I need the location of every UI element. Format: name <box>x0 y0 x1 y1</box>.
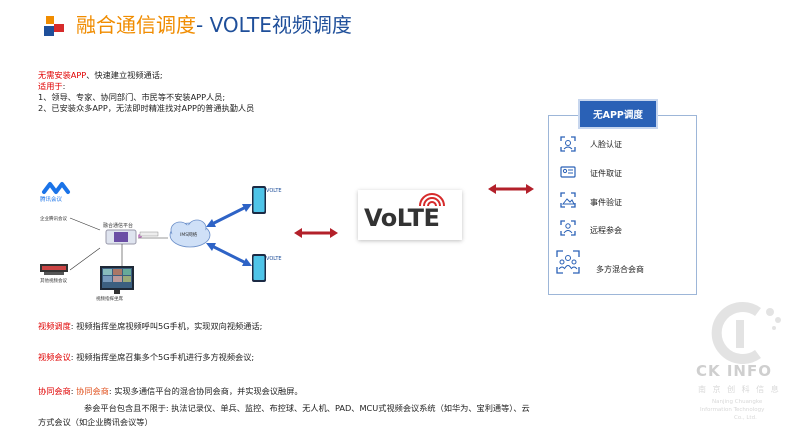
intro-line1-rest: 、快速建立视频通话; <box>86 70 163 80</box>
panel-item-face: 人脸认证 <box>590 140 622 149</box>
volte-label-top: VOLTE <box>266 188 282 194</box>
group-icon <box>556 250 580 274</box>
other-conference-label: 其他视频会议 <box>40 279 67 284</box>
dispatch-line: 视频调度: 视频指挥坐席视频呼叫5G手机，实现双向视频通话; <box>38 320 262 332</box>
intro-line1-red: 无需安装APP <box>38 70 87 80</box>
ck-info-logo-icon <box>711 302 781 364</box>
intro-block: 无需安装APP、快速建立视频通话; 适用于: 1、领导、专家、协同部门、市民等不… <box>38 70 254 114</box>
network-diagram <box>40 182 266 294</box>
watermark-brand: CK INFO <box>696 362 772 380</box>
intro-line2-rest: : <box>62 81 66 91</box>
page-title: 融合通信调度- VOLTE视频调度 <box>76 12 352 38</box>
consult-text: : 实现多通信平台的混合协同会商，并实现会议融屏。 <box>108 386 303 396</box>
user-scan-icon <box>560 220 576 236</box>
participants-line-2: 方式会议（如企业腾讯会议等） <box>38 417 153 427</box>
link-line <box>69 217 101 231</box>
volte-logo-box: VoLTE <box>358 190 462 240</box>
watermark-en2: Information Technology <box>700 407 765 413</box>
link-line <box>69 247 101 271</box>
volte-label-bottom: VOLTE <box>266 256 282 262</box>
tencent-label: 腾讯会议 <box>40 197 63 203</box>
arrow-line <box>209 204 249 227</box>
title-en: - VOLTE视频调度 <box>196 13 352 37</box>
platform-label: 融合通信平台 <box>103 223 134 229</box>
watermark-en3: Co., Ltd. <box>734 415 757 421</box>
intro-line4: 2、已安装众多APP，无法即时精准找对APP的普通执勤人员 <box>38 103 255 113</box>
dispatch-label: 视频调度 <box>38 321 71 331</box>
double-arrow-icon <box>488 184 534 194</box>
platform-server-icon <box>105 229 142 245</box>
ims-cloud-icon <box>169 219 211 248</box>
title-cn: 融合通信调度 <box>76 13 196 37</box>
consult-line: 协同会商: 协同会商: 实现多通信平台的混合协同会商，并实现会议融屏。 <box>38 385 303 397</box>
image-scan-icon <box>560 192 576 208</box>
meeting-label: 视频会议 <box>38 352 71 362</box>
panel-item-event: 事件验证 <box>590 198 622 207</box>
meeting-line: 视频会议: 视频指挥坐席召集多个5G手机进行多方视频会议; <box>38 351 254 363</box>
panel-item-remote: 远程参会 <box>590 226 622 235</box>
no-app-panel <box>548 115 697 295</box>
volte-logo-text: VoLTE <box>364 204 440 232</box>
signal-icon <box>419 193 445 207</box>
participants-line: 参会平台包含且不限于: 执法记录仪、单兵、监控、布控球、无人机、PAD、MCU式… <box>84 403 530 413</box>
enterprise-label: 企业腾讯会议 <box>40 217 67 222</box>
watermark-en1: Nanjing Chuangke <box>712 399 763 405</box>
phone-icon <box>252 186 266 214</box>
no-app-panel-header: 无APP调度 <box>580 101 656 127</box>
arrow-line <box>209 243 249 266</box>
monitor-icon <box>100 266 134 294</box>
intro-line3: 1、领导、专家、协同部门、市民等不安装APP人员; <box>38 92 226 102</box>
id-card-icon <box>560 166 576 178</box>
dispatch-text: : 视频指挥坐席视频呼叫5G手机，实现双向视频通话; <box>70 321 263 331</box>
video-conference-device-icon <box>40 264 68 275</box>
panel-item-id: 证件取证 <box>590 169 622 178</box>
meeting-text: : 视频指挥坐席召集多个5G手机进行多方视频会议; <box>70 352 255 362</box>
panel-item-group: 多方混合会商 <box>596 265 644 274</box>
face-scan-icon <box>560 136 576 152</box>
intro-line2-red: 适用于 <box>38 81 63 91</box>
watermark-cn: 南 京 创 科 信 息 <box>698 385 781 394</box>
consult-label-2: 协同会商 <box>76 386 109 396</box>
video-seat-label: 视频指挥坐席 <box>96 297 123 302</box>
phone-icon <box>252 254 266 282</box>
tencent-meeting-icon <box>42 182 70 194</box>
ims-label: IMS网络 <box>180 233 198 238</box>
consult-colon: : <box>70 386 77 396</box>
double-arrow-icon <box>294 228 338 238</box>
logo-mark-icon <box>44 16 64 36</box>
consult-label-1: 协同会商 <box>38 386 71 396</box>
